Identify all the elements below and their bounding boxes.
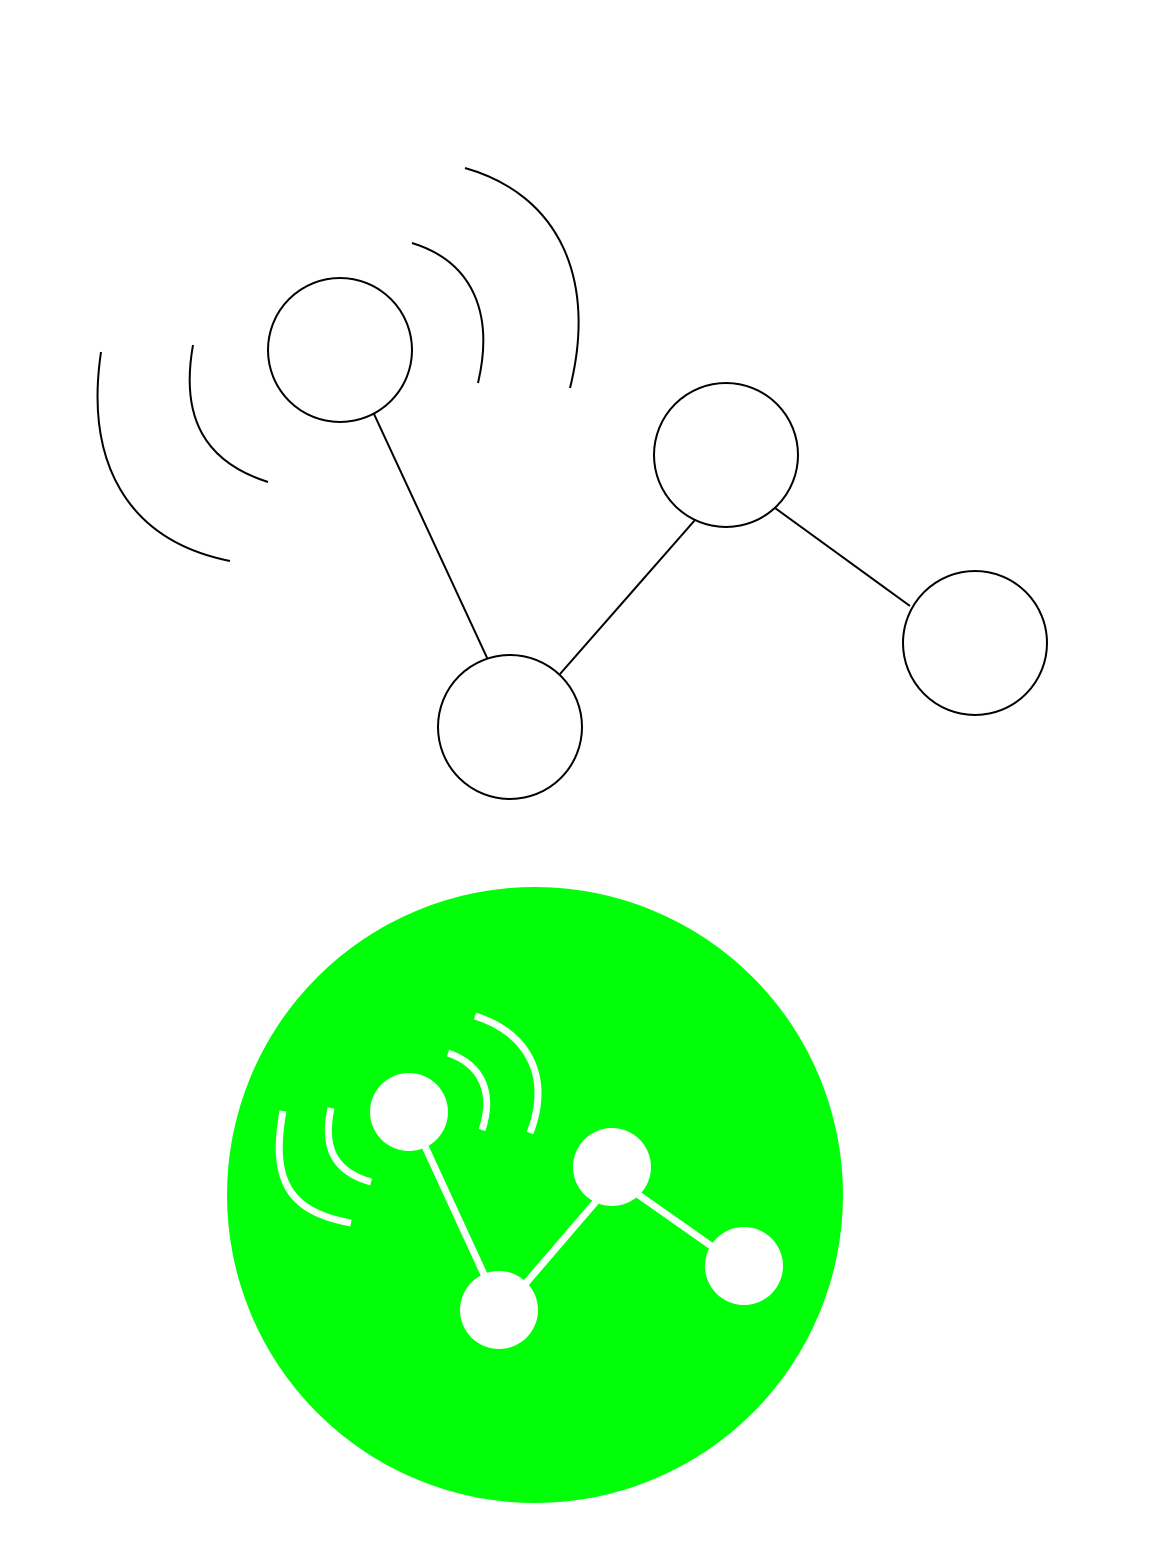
network-link [559,519,696,675]
network-broadcast-outline-icon [96,167,1048,800]
badge-background [227,887,843,1503]
network-link [419,1140,497,1296]
network-broadcast-badge-icon [227,887,843,1503]
network-node [437,654,583,800]
network-link [517,1188,608,1293]
signal-arc-right-inner [446,1049,491,1132]
signal-arc-left-outer [275,1110,352,1227]
network-node [267,277,413,423]
network-node [902,570,1048,716]
network-node [705,1227,783,1305]
signal-arc-right-inner [411,242,485,384]
network-node [370,1073,448,1151]
signal-arc-right-outer [473,1012,542,1135]
signal-arc-left-outer [96,351,231,562]
signal-arc-left-inner [188,344,269,483]
network-link [373,413,490,663]
network-node [653,382,799,528]
network-node [573,1128,651,1206]
network-node [460,1271,538,1349]
network-link [774,507,911,607]
signal-arc-left-inner [324,1107,373,1186]
network-link [630,1188,720,1253]
signal-arc-right-outer [464,167,580,389]
